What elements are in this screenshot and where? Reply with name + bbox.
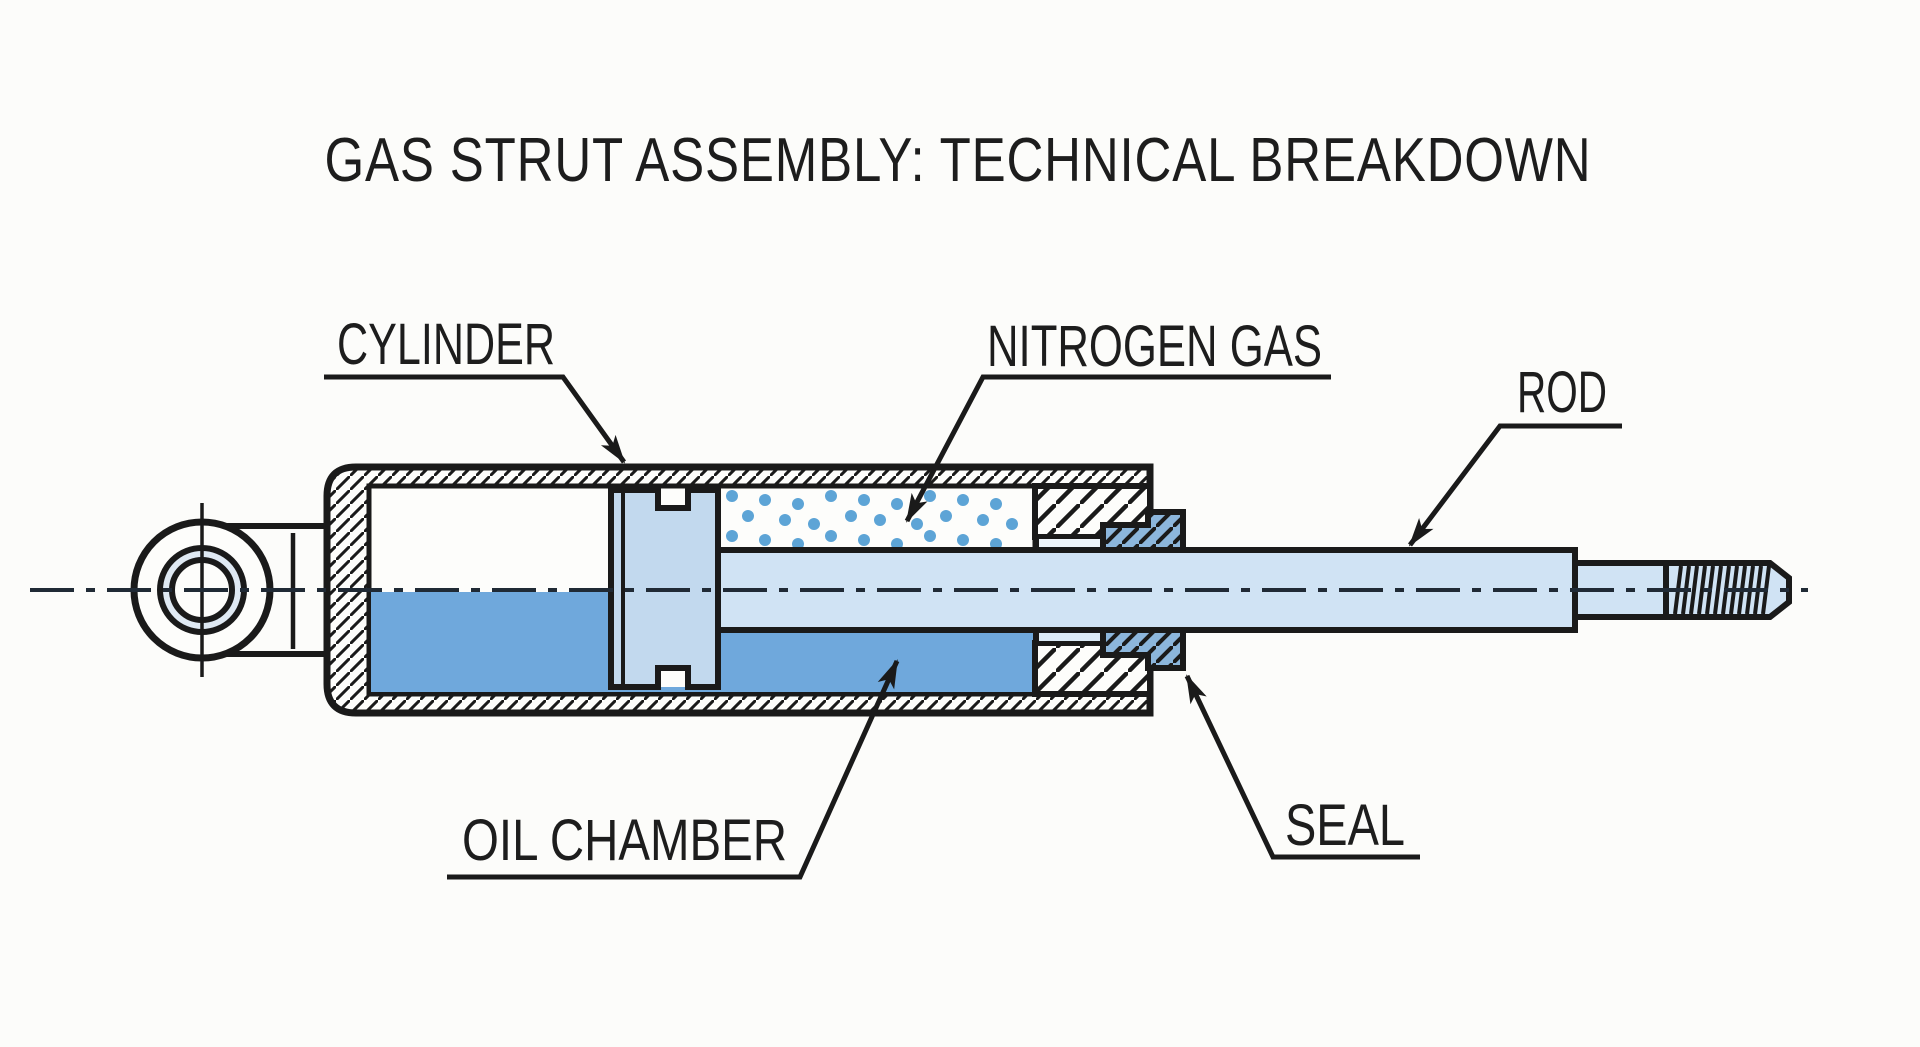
nitrogen-dot [858,494,870,506]
nitrogen-dot [924,490,936,502]
thread-line [1713,565,1723,615]
nitrogen-dot [858,534,870,546]
seal-top [1100,509,1186,553]
seal-leader-line [1184,674,1420,860]
nitrogen-dot [891,498,903,510]
nitrogen-dot [825,530,837,542]
nitrogen-dot [957,534,969,546]
nitrogen-dot [911,518,923,530]
nitrogen-dot [726,530,738,542]
label-oil-chamber: OIL CHAMBER [462,808,787,873]
nitrogen-leader-line [904,374,1331,523]
nitrogen-dot [779,514,791,526]
nitrogen-dot [977,514,989,526]
nitrogen-dot [845,510,857,522]
label-nitrogen-gas: NITROGEN GAS [987,314,1322,379]
seal-bottom [1100,627,1186,671]
diagram-title: GAS STRUT ASSEMBLY: TECHNICAL BREAKDOWN [325,126,1592,195]
label-rod: ROD [1517,360,1607,425]
label-seal: SEAL [1285,793,1405,858]
nitrogen-dot [874,514,886,526]
thread-line [1689,565,1699,615]
nitrogen-dot [792,498,804,510]
nitrogen-dot [726,490,738,502]
nitrogen-dot [957,494,969,506]
label-cylinder: CYLINDER [337,312,555,377]
nitrogen-dot [742,510,754,522]
nitrogen-dot [759,494,771,506]
nitrogen-dot [924,530,936,542]
nitrogen-dot [990,498,1002,510]
nitrogen-dot [759,534,771,546]
seal [1100,509,1186,671]
thread-line [1697,565,1707,615]
rod-leader-line [1408,423,1622,547]
nitrogen-dot [825,490,837,502]
nitrogen-dot [1006,518,1018,530]
oil-region [371,592,1033,692]
oil-chamber-leader-line [447,659,900,880]
cylinder-leader-line [324,374,627,464]
nitrogen-dot [808,518,820,530]
nitrogen-dot [940,510,952,522]
